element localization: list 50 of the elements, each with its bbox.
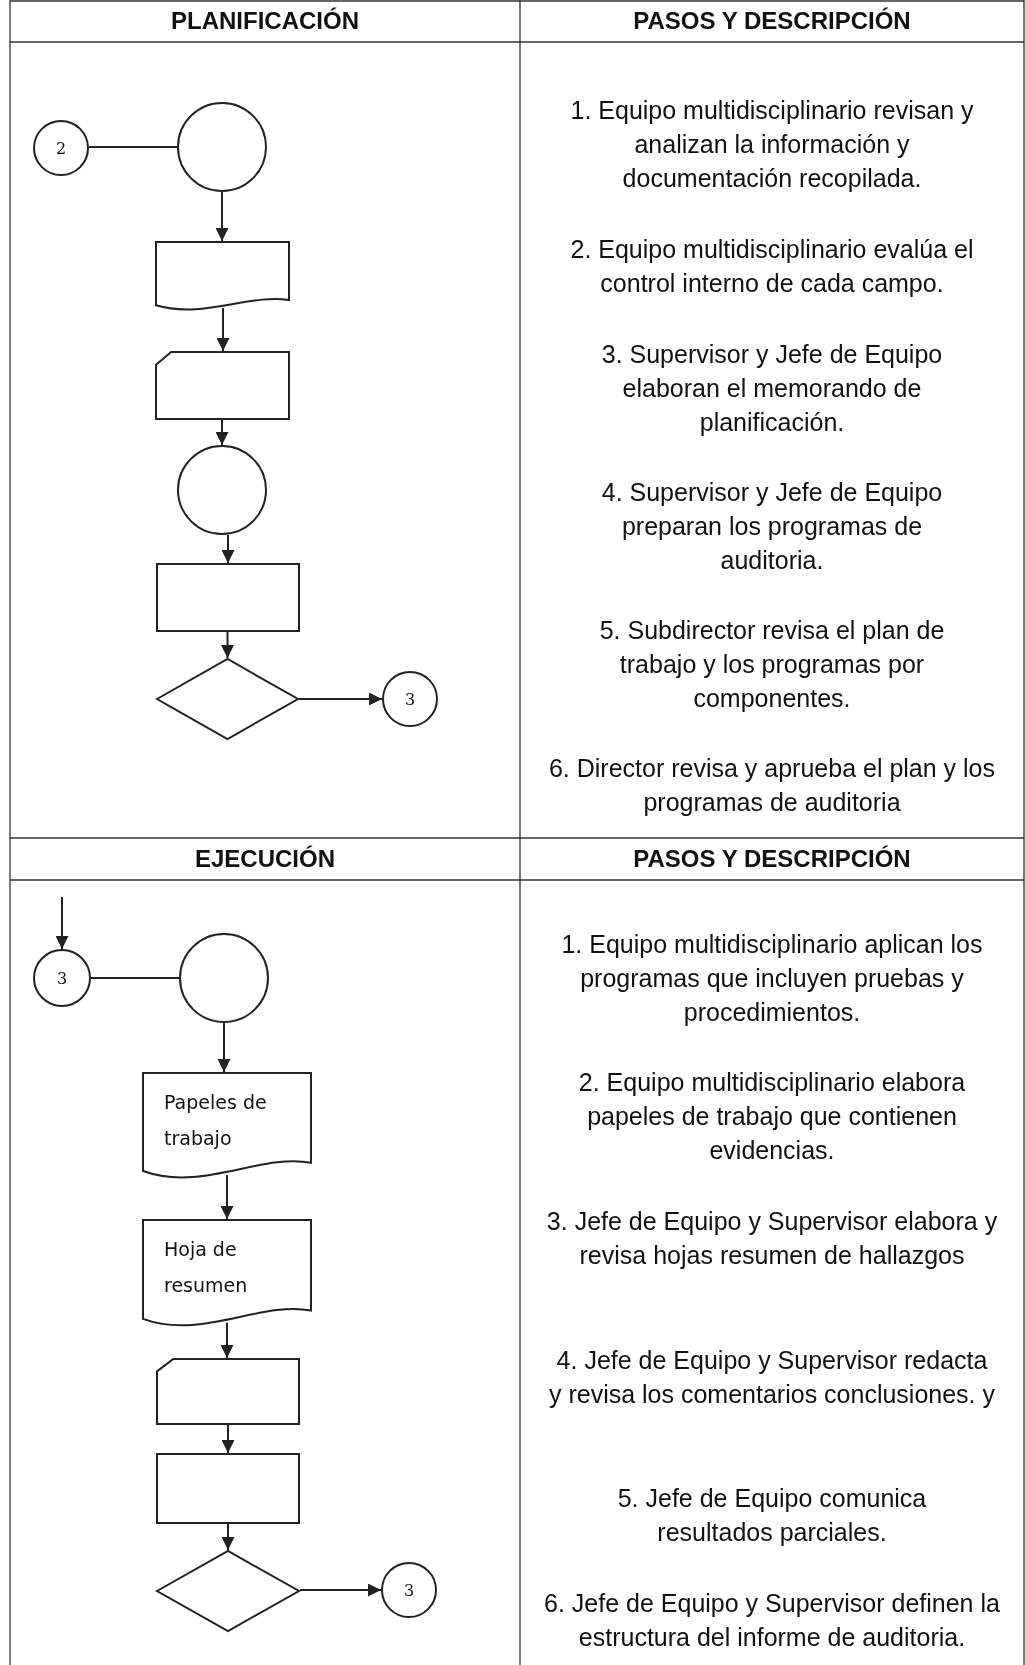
arrow — [55, 896, 69, 950]
decision-diamond — [156, 1550, 300, 1632]
connector-circle — [382, 671, 438, 727]
step-description: 4. Jefe de Equipo y Supervisor redacta y revisa los comentarios conclusiones. y — [548, 1345, 996, 1410]
column-header: EJECUCIÓN — [194, 844, 336, 874]
arrow — [299, 1583, 382, 1597]
document-label: Hoja de resumen — [164, 1237, 249, 1298]
connector-number: 3 — [402, 1580, 416, 1600]
arrow — [221, 534, 235, 564]
step-description: 5. Jefe de Equipo comunica resultados parciales. — [616, 1483, 928, 1548]
arrow — [217, 1022, 231, 1073]
process-box — [156, 563, 300, 632]
step-description: 1. Equipo multidisciplinario aplican los programas que incluyen pruebas y procedimientos. — [560, 929, 984, 1028]
process-circle — [177, 102, 267, 192]
manual-input-shape — [156, 1358, 300, 1425]
process-box — [156, 1453, 300, 1524]
arrow — [221, 1424, 235, 1454]
column-header: PASOS Y DESCRIPCIÓN — [632, 844, 912, 874]
connector-line — [88, 146, 178, 148]
process-circle — [179, 933, 269, 1023]
connector-number: 3 — [55, 968, 69, 988]
connector-circle — [33, 949, 91, 1007]
arrow — [216, 306, 230, 352]
step-description: 4. Supervisor y Jefe de Equipo preparan los programas de auditoria. — [600, 477, 944, 576]
arrow — [221, 1523, 235, 1551]
arrow — [298, 692, 383, 706]
connector-number: 3 — [403, 689, 417, 709]
connector-line — [90, 977, 180, 979]
step-description: 3. Jefe de Equipo y Supervisor elabora y revisa hojas resumen de hallazgos — [545, 1206, 999, 1271]
arrow — [220, 1173, 234, 1220]
step-description: 3. Supervisor y Jefe de Equipo elaboran el memorando de planificación. — [600, 339, 944, 438]
process-circle — [177, 445, 267, 535]
step-description: 6. Jefe de Equipo y Supervisor definen la estructura del informe de auditoria. — [543, 1588, 1001, 1653]
step-description: 5. Subdirector revisa el plan de trabajo y los programas por componentes. — [598, 615, 946, 714]
decision-diamond — [156, 658, 299, 740]
step-description: 2. Equipo multidisciplinario elabora papeles de trabajo que contienen evidencias. — [577, 1067, 967, 1166]
arrow — [220, 1321, 234, 1359]
step-description: 1. Equipo multidisciplinario revisan y analizan la información y documentación recopilada. — [569, 95, 975, 194]
connector-circle — [33, 120, 89, 176]
arrow — [215, 419, 229, 446]
connector-circle — [381, 1562, 437, 1618]
arrow — [221, 631, 234, 659]
step-description: 2. Equipo multidisciplinario evalúa el control interno de cada campo. — [569, 234, 975, 299]
column-header: PLANIFICACIÓN — [170, 6, 360, 36]
arrow — [215, 191, 229, 242]
document-label: Papeles de trabajo — [164, 1090, 268, 1151]
manual-input-shape — [155, 351, 290, 420]
column-header: PASOS Y DESCRIPCIÓN — [632, 6, 912, 36]
connector-number: 2 — [54, 138, 68, 158]
step-description: 6. Director revisa y aprueba el plan y los programas de auditoria — [547, 753, 996, 818]
